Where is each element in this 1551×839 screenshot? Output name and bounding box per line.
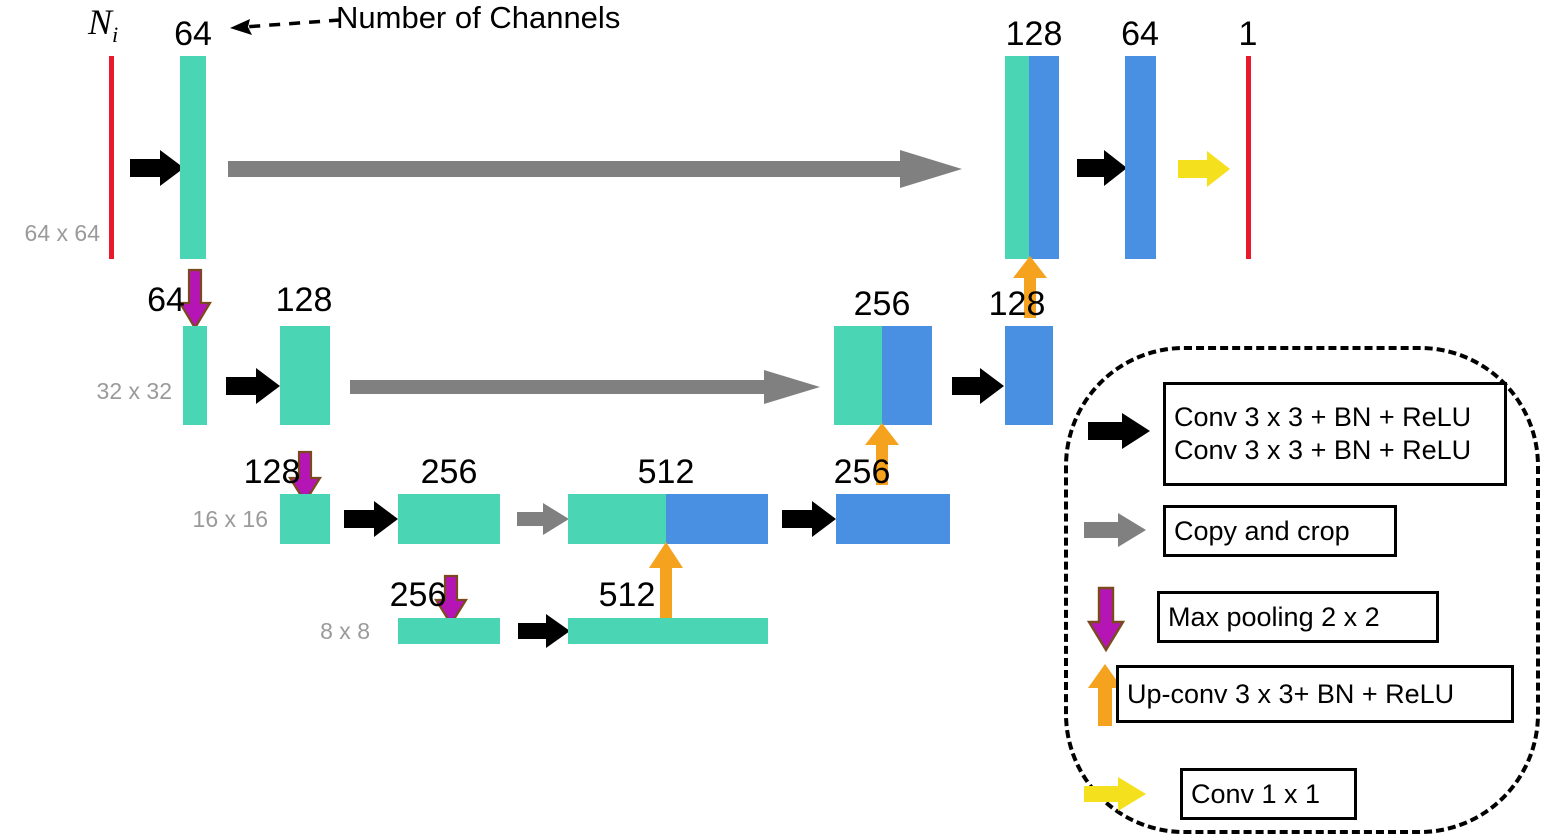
legend-conv-line2: Conv 3 x 3 + BN + ReLU	[1174, 435, 1472, 465]
feature-block-row1-dec-up	[1029, 56, 1059, 259]
legend-up-conv-label: Up-conv 3 x 3+ BN + ReLU	[1127, 678, 1455, 709]
channel-label-row3-3: 256	[833, 453, 891, 491]
channel-label-row3-1: 256	[420, 453, 478, 491]
feature-block-row2-dec-128	[1005, 326, 1053, 425]
final-conv-arrow	[1178, 151, 1230, 187]
purple-down-arrow-icon	[1086, 586, 1126, 653]
input-image-bar	[109, 56, 114, 259]
feature-block-row1-dec-64	[1125, 56, 1156, 259]
conv-arrow-row1-input	[130, 150, 184, 186]
legend-item-copy-crop: Copy and crop	[1163, 505, 1397, 557]
feature-block-row1-dec-skip	[1005, 56, 1029, 259]
conv-arrow-row4	[518, 614, 570, 648]
output-image-bar	[1246, 56, 1251, 259]
conv-arrow-row3-enc	[344, 501, 398, 537]
max-pool-arrow-row2-to-row3	[288, 450, 322, 505]
feature-block-row3-dec-up	[666, 494, 768, 544]
feature-block-row1-enc-64	[180, 56, 206, 259]
spatial-size-label-row1: 64 x 64	[24, 220, 100, 246]
conv-arrow-row2-dec	[952, 368, 1004, 404]
spatial-size-label-row4: 8 x 8	[320, 618, 370, 644]
channel-label-row2-2: 256	[853, 285, 911, 323]
copy-crop-arrow-row1	[228, 150, 962, 188]
feature-block-row3-enc-256	[398, 494, 500, 544]
black-right-arrow-icon	[1088, 413, 1150, 449]
up-conv-arrow-row1	[1013, 256, 1047, 318]
feature-block-row3-dec-skip	[568, 494, 666, 544]
legend-frame	[1064, 346, 1540, 834]
legend-max-pooling-label: Max pooling 2 x 2	[1168, 601, 1380, 632]
legend-conv1x1-label: Conv 1 x 1	[1191, 778, 1321, 809]
conv-arrow-row1-dec	[1077, 150, 1127, 186]
conv-arrow-row2-enc	[226, 368, 280, 404]
feature-block-row4-512	[568, 618, 768, 644]
input-channels-label: Ni	[88, 2, 119, 48]
feature-block-row3-enc-128	[280, 494, 330, 544]
up-conv-arrow-row2	[865, 423, 899, 485]
channel-label-row4-1: 512	[598, 576, 656, 614]
number-of-channels-annotation: Number of Channels	[336, 0, 621, 35]
orange-up-arrow-icon	[1088, 664, 1122, 726]
channel-label-row3-2: 512	[637, 453, 695, 491]
up-conv-arrow-row3	[649, 542, 683, 620]
legend-conv-line1: Conv 3 x 3 + BN + ReLU	[1174, 402, 1472, 433]
annotation-pointer-arrow	[230, 18, 341, 35]
feature-block-row2-dec-up	[882, 326, 932, 425]
feature-block-row2-enc-128	[280, 326, 330, 425]
spatial-size-label-row3: 16 x 16	[192, 506, 268, 532]
feature-block-row4-256	[398, 618, 500, 644]
legend-copy-crop-label: Copy and crop	[1174, 515, 1350, 546]
conv-arrow-row3-dec	[782, 501, 836, 537]
channel-label-row1-0: 64	[174, 15, 212, 53]
copy-crop-arrow-row3	[517, 503, 569, 535]
copy-crop-arrow-row2	[350, 370, 820, 404]
feature-block-row2-dec-skip	[834, 326, 882, 425]
channel-label-row1-1: 128	[1005, 15, 1063, 53]
max-pool-arrow-row1-to-row2	[178, 268, 212, 331]
spatial-size-label-row2: 32 x 32	[96, 378, 172, 404]
max-pool-arrow-row3-to-row4	[434, 574, 468, 627]
gray-right-arrow-icon	[1084, 513, 1146, 547]
channel-label-row2-1: 128	[275, 281, 333, 319]
feature-block-row3-dec-256	[836, 494, 950, 544]
channel-label-row4-0: 256	[389, 576, 447, 614]
channel-label-row1-2: 64	[1121, 15, 1159, 53]
channel-label-row2-0: 64	[147, 281, 185, 319]
legend-item-max-pooling: Max pooling 2 x 2	[1157, 591, 1439, 643]
feature-block-row2-enc-64	[183, 326, 207, 425]
legend-item-up-conv: Up-conv 3 x 3+ BN + ReLU	[1116, 665, 1514, 723]
channel-label-row3-0: 128	[243, 453, 301, 491]
legend-item-conv1x1: Conv 1 x 1	[1180, 768, 1357, 820]
channel-label-row1-3: 1	[1238, 15, 1258, 53]
legend-item-conv: Conv 3 x 3 + BN + ReLU Conv 3 x 3 + BN +…	[1163, 382, 1507, 486]
yellow-right-arrow-icon	[1084, 777, 1146, 811]
channel-label-row2-3: 128	[988, 285, 1046, 323]
